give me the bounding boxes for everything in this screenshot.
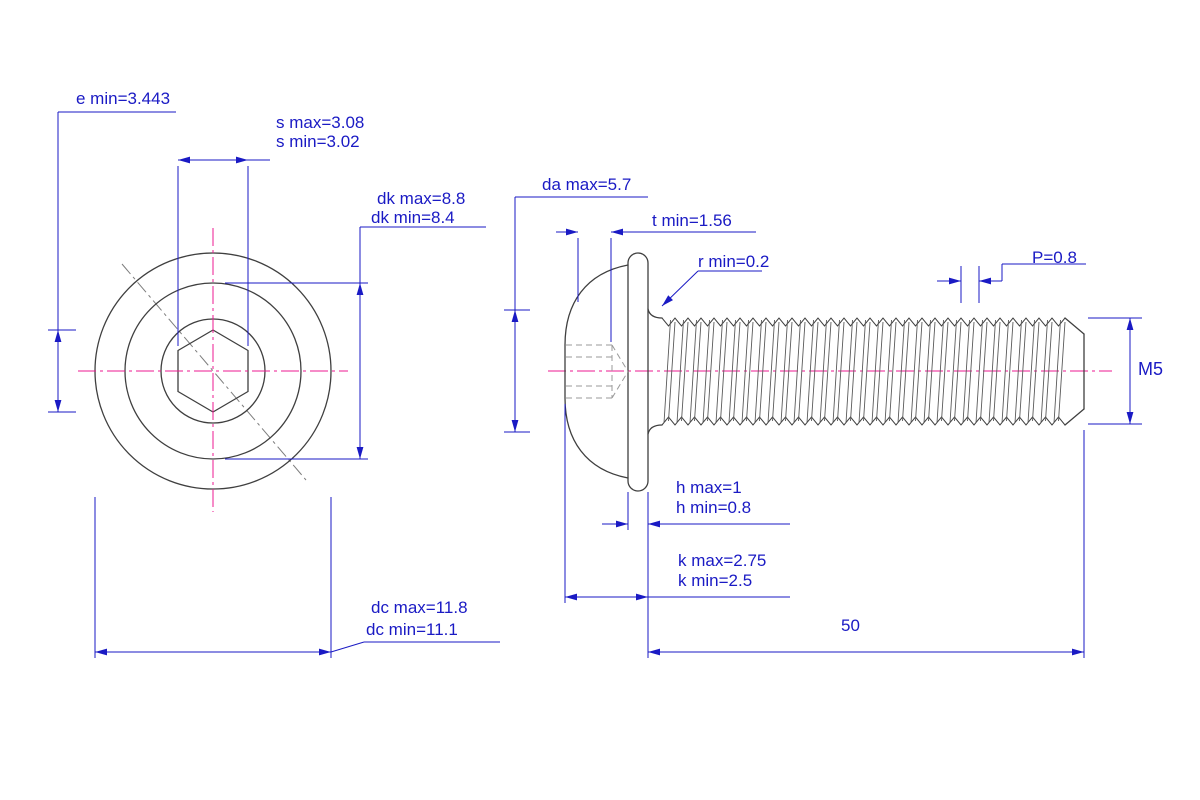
dim-s-max-label: s max=3.08 xyxy=(276,113,365,132)
dimensions xyxy=(48,111,1142,658)
underhead-fillet-top xyxy=(647,308,663,319)
threaded-shaft xyxy=(661,317,1085,426)
thread-designation-label: M5 xyxy=(1138,359,1164,379)
dim-e-min-label: e min=3.443 xyxy=(76,89,171,108)
hidden-socket-lines xyxy=(566,344,629,399)
dim-da-max-label: da max=5.7 xyxy=(542,175,632,194)
dim-pitch xyxy=(937,263,1086,303)
dim-k-max-label: k max=2.75 xyxy=(678,551,767,570)
dim-dk-max-label: dk max=8.8 xyxy=(377,189,466,208)
dim-h-max-label: h max=1 xyxy=(676,478,742,497)
section-line xyxy=(121,263,307,481)
dim-dk xyxy=(225,226,486,460)
dim-h xyxy=(602,492,790,530)
dim-h-min-label: h min=0.8 xyxy=(676,498,752,517)
dim-k xyxy=(564,404,790,603)
dim-pitch-label: P=0.8 xyxy=(1032,248,1077,267)
end-chamfer-top xyxy=(1064,317,1085,335)
side-view xyxy=(548,252,1112,492)
dim-dc xyxy=(94,497,500,658)
dim-length xyxy=(647,430,1085,658)
dim-s xyxy=(177,156,270,346)
dim-e xyxy=(48,111,176,413)
dim-t-min-label: t min=1.56 xyxy=(652,211,732,230)
dim-da xyxy=(504,196,648,433)
dim-dc-max-label: dc max=11.8 xyxy=(371,598,468,617)
front-view xyxy=(78,228,348,512)
dim-t xyxy=(556,228,756,342)
dim-dk-min-label: dk min=8.4 xyxy=(371,208,455,227)
flange-profile xyxy=(627,252,649,492)
dim-length-label: 50 xyxy=(841,616,860,635)
underhead-fillet-bottom xyxy=(647,424,663,435)
thread-flanks xyxy=(663,319,1066,424)
dim-s-min-label: s min=3.02 xyxy=(276,132,360,151)
end-chamfer-bottom xyxy=(1064,408,1085,426)
dim-thread-diameter xyxy=(1088,317,1142,425)
thread-crest-top xyxy=(661,317,1066,327)
dim-dc-min-label: dc min=11.1 xyxy=(366,620,458,639)
dim-r-min-label: r min=0.2 xyxy=(698,252,770,271)
dim-k-min-label: k min=2.5 xyxy=(678,571,753,590)
head-dome-profile xyxy=(564,264,629,479)
dim-r xyxy=(661,270,762,307)
